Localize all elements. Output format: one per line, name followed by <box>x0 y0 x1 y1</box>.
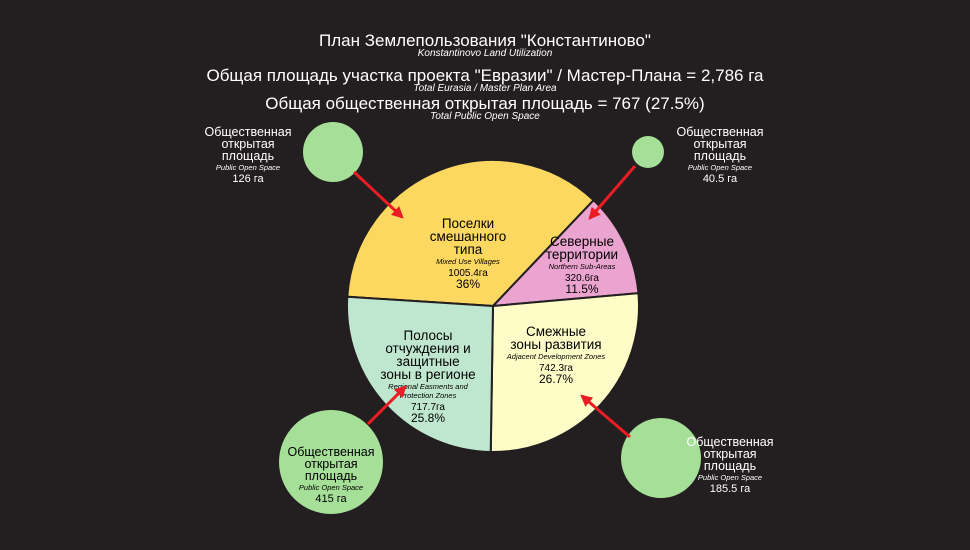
total-area-sublabel: Total Eurasia / Master Plan Area <box>413 83 557 94</box>
total-open-space-label: Общая общественная открытая площадь = 76… <box>265 94 705 113</box>
open-space-circle-3 <box>621 418 701 498</box>
slice-label-ru-1-0: Северные <box>550 234 614 249</box>
total-area-label: Общая площадь участка проекта "Евразии" … <box>206 66 764 85</box>
open-space-circle-0 <box>303 122 363 182</box>
open-space-value-3: 185.5 га <box>710 483 751 495</box>
slice-label-en-2-0: Adjacent Development Zones <box>506 352 606 361</box>
open-space-label-ru-3-1: открытая <box>703 447 756 461</box>
chart-subtitle: Konstantinovo Land Utilization <box>417 48 553 59</box>
slice-label-ru-3-3: зоны в регионе <box>380 367 475 382</box>
slice-label-en-3-0: Regional Easments and <box>388 382 468 391</box>
open-space-label-ru-2-2: площадь <box>305 469 357 483</box>
pie-slice-2 <box>489 292 640 453</box>
open-space-label-ru-3-0: Общественная <box>687 435 774 449</box>
open-space-label-ru-0-1: открытая <box>221 137 274 151</box>
slice-label-ru-3-2: защитные <box>396 354 459 369</box>
open-space-label-ru-0-0: Общественная <box>205 125 292 139</box>
slice-label-en-3-1: Protection Zones <box>400 391 457 400</box>
pie-slice-0 <box>346 159 596 308</box>
open-space-label-ru-2-1: открытая <box>304 457 357 471</box>
chart-title: План Землепользования "Константиново" <box>319 31 651 50</box>
open-space-label-en-0: Public Open Space <box>216 163 280 172</box>
slice-label-en-0-0: Mixed Use Villages <box>436 257 500 266</box>
slice-label-ru-0-1: смешанного <box>430 229 506 244</box>
open-space-circle-2 <box>279 410 383 514</box>
open-space-label-ru-0-2: площадь <box>222 149 274 163</box>
open-space-label-ru-1-0: Общественная <box>677 125 764 139</box>
open-space-label-en-3: Public Open Space <box>698 473 762 482</box>
slice-percent-3: 25.8% <box>411 411 445 425</box>
open-space-label-ru-1-2: площадь <box>694 149 746 163</box>
slice-label-ru-3-0: Полосы <box>404 328 453 343</box>
open-space-value-2: 415 га <box>315 493 347 505</box>
open-space-arrow-1 <box>588 165 637 220</box>
slice-area-0: 1005.4га <box>448 268 488 279</box>
slice-label-ru-1-1: территории <box>546 247 618 262</box>
slice-area-3: 717.7га <box>411 402 445 413</box>
slice-label-en-1-0: Northern Sub-Areas <box>549 262 616 271</box>
open-space-label-ru-3-2: площадь <box>704 459 756 473</box>
slice-percent-0: 36% <box>456 277 480 291</box>
open-space-value-0: 126 га <box>232 173 264 185</box>
slice-label-ru-2-0: Смежные <box>526 324 586 339</box>
open-space-label-en-2: Public Open Space <box>299 483 363 492</box>
open-space-arrow-0 <box>352 170 404 219</box>
slice-area-1: 320.6га <box>565 273 599 284</box>
slice-label-ru-3-1: отчуждения и <box>385 341 470 356</box>
total-open-space-sublabel: Total Public Open Space <box>430 111 540 122</box>
slice-label-ru-0-2: типа <box>454 242 483 257</box>
slice-percent-2: 26.7% <box>539 372 573 386</box>
open-space-label-ru-2-0: Общественная <box>288 445 375 459</box>
open-space-value-1: 40.5 га <box>703 173 738 185</box>
open-space-label-ru-1-1: открытая <box>693 137 746 151</box>
slice-percent-1: 11.5% <box>565 282 598 296</box>
pie-slice-1 <box>490 198 640 308</box>
open-space-arrow-3 <box>580 394 631 439</box>
open-space-arrow-2 <box>366 385 407 426</box>
slice-area-2: 742.3га <box>539 363 573 374</box>
open-space-circle-1 <box>632 136 664 168</box>
slice-label-ru-0-0: Поселки <box>442 216 494 231</box>
open-space-label-en-1: Public Open Space <box>688 163 752 172</box>
slice-label-ru-2-1: зоны развития <box>510 337 601 352</box>
